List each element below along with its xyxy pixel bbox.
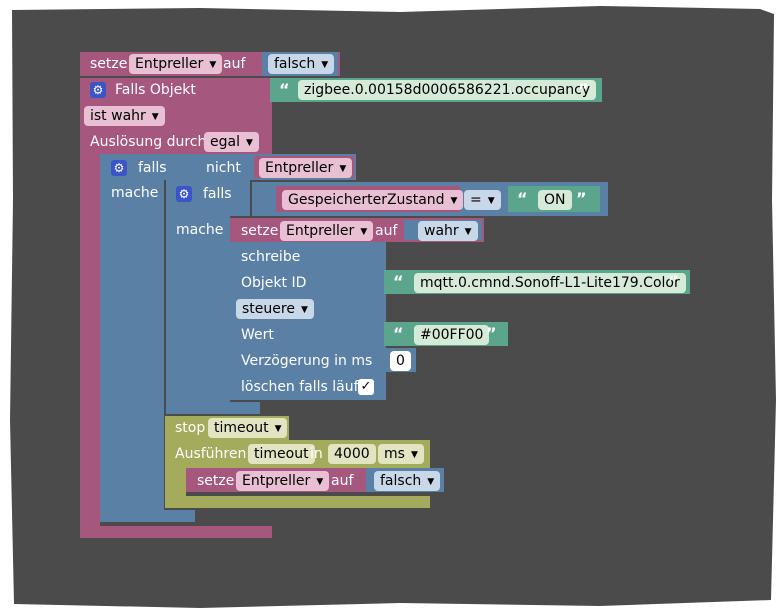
compare-value-field[interactable]: ON [538,190,572,210]
delay-field[interactable]: 4000 [328,444,376,464]
timer-dropdown[interactable]: timeout ▼ [208,418,288,438]
condition-value: ist wahr [90,108,146,124]
dropdown-arrow-icon: ▼ [410,450,418,460]
boolean-dropdown[interactable]: wahr ▼ [418,221,478,241]
dropdown-arrow-icon: ▼ [450,196,458,206]
set-keyword: setze [90,56,128,72]
mode-value: steuere [242,301,295,317]
dropdown-arrow-icon: ▼ [151,112,159,122]
dropdown-arrow-icon: ▼ [487,196,495,206]
mode-dropdown[interactable]: steuere ▼ [236,299,314,319]
variable-dropdown[interactable]: Entpreller ▼ [236,471,330,491]
in-keyword: in [310,446,323,462]
write-block [230,242,386,400]
timer-name: timeout [214,420,269,436]
close-quote-icon: ” [486,324,497,343]
if-keyword: falls [203,186,232,202]
dropdown-arrow-icon: ▼ [245,138,253,148]
do-keyword: mache [176,222,224,238]
dropdown-arrow-icon: ▼ [316,477,324,487]
open-quote-icon: “ [393,324,404,343]
variable-dropdown[interactable]: GespeicherterZustand ▼ [282,190,464,210]
variable-name: Entpreller [135,56,204,72]
variable-name: Entpreller [286,223,355,239]
boolean-dropdown[interactable]: falsch ▼ [374,471,441,491]
operator-dropdown[interactable]: =▼ [464,190,501,210]
dropdown-arrow-icon: ▼ [274,424,282,434]
if-block-inner [166,180,260,414]
dropdown-arrow-icon: ▼ [300,305,308,315]
do-keyword: mache [111,185,159,201]
dropdown-arrow-icon: ▼ [427,477,435,487]
variable-dropdown[interactable]: Entpreller ▼ [129,54,223,74]
unit-dropdown[interactable]: ms ▼ [378,444,424,464]
value-field[interactable]: #00FF00 [414,325,490,345]
open-quote-icon: “ [279,80,290,99]
trigger-label: Auslösung durch [90,134,207,150]
variable-name: Entpreller [242,473,311,489]
write-title: schreibe [241,249,301,265]
gear-icon[interactable]: ⚙ [90,82,106,98]
stop-keyword: stop [175,420,206,436]
close-quote-icon: ” [576,189,587,208]
boolean-value: wahr [424,223,459,239]
open-quote-icon: “ [393,272,404,291]
dropdown-arrow-icon: ▼ [321,60,329,70]
boolean-value: falsch [380,473,422,489]
if-keyword: falls [138,160,167,176]
dropdown-arrow-icon: ▼ [339,164,347,174]
dropdown-arrow-icon: ▼ [464,227,472,237]
set-keyword: setze [197,473,235,489]
delay-label: Verzögerung in ms [241,353,373,369]
object-id-field[interactable]: mqtt.0.cmnd.Sonoff-L1-Lite179.Color [414,273,686,293]
boolean-dropdown[interactable]: falsch ▼ [268,54,335,74]
not-keyword: nicht [206,160,241,176]
variable-dropdown[interactable]: Entpreller ▼ [259,158,353,178]
value-label: Wert [241,327,274,343]
close-quote-icon: ” [668,272,679,291]
set-keyword: setze [241,223,279,239]
dropdown-arrow-icon: ▼ [360,227,368,237]
variable-name: Entpreller [265,160,334,176]
dropdown-arrow-icon: ▼ [209,60,217,70]
if-block-outer [100,154,198,522]
unit-value: ms [384,446,405,462]
variable-name: GespeicherterZustand [288,192,445,208]
to-keyword: auf [375,223,398,239]
trigger-dropdown[interactable]: egal ▼ [204,132,259,152]
trigger-value: egal [210,134,240,150]
object-id-field[interactable]: zigbee.0.00158d0006586221.occupancy [298,80,597,100]
to-keyword: auf [331,473,354,489]
object-id-label: Objekt ID [241,275,307,291]
trigger-title: Falls Objekt [115,82,196,98]
timer-name-field[interactable]: timeout [248,444,315,464]
close-quote-icon: ” [578,80,589,99]
open-quote-icon: “ [517,189,528,208]
gear-icon[interactable]: ⚙ [111,160,127,176]
clear-checkbox[interactable]: ✓ [358,379,374,395]
condition-dropdown[interactable]: ist wahr ▼ [84,106,165,126]
boolean-value: falsch [274,56,316,72]
to-keyword: auf [223,56,246,72]
run-keyword: Ausführen [175,446,247,462]
delay-field[interactable]: 0 [390,351,411,371]
operator-value: = [470,192,482,208]
clear-label: löschen falls läuft [241,379,364,395]
variable-dropdown[interactable]: Entpreller ▼ [280,221,374,241]
gear-icon[interactable]: ⚙ [176,186,192,202]
